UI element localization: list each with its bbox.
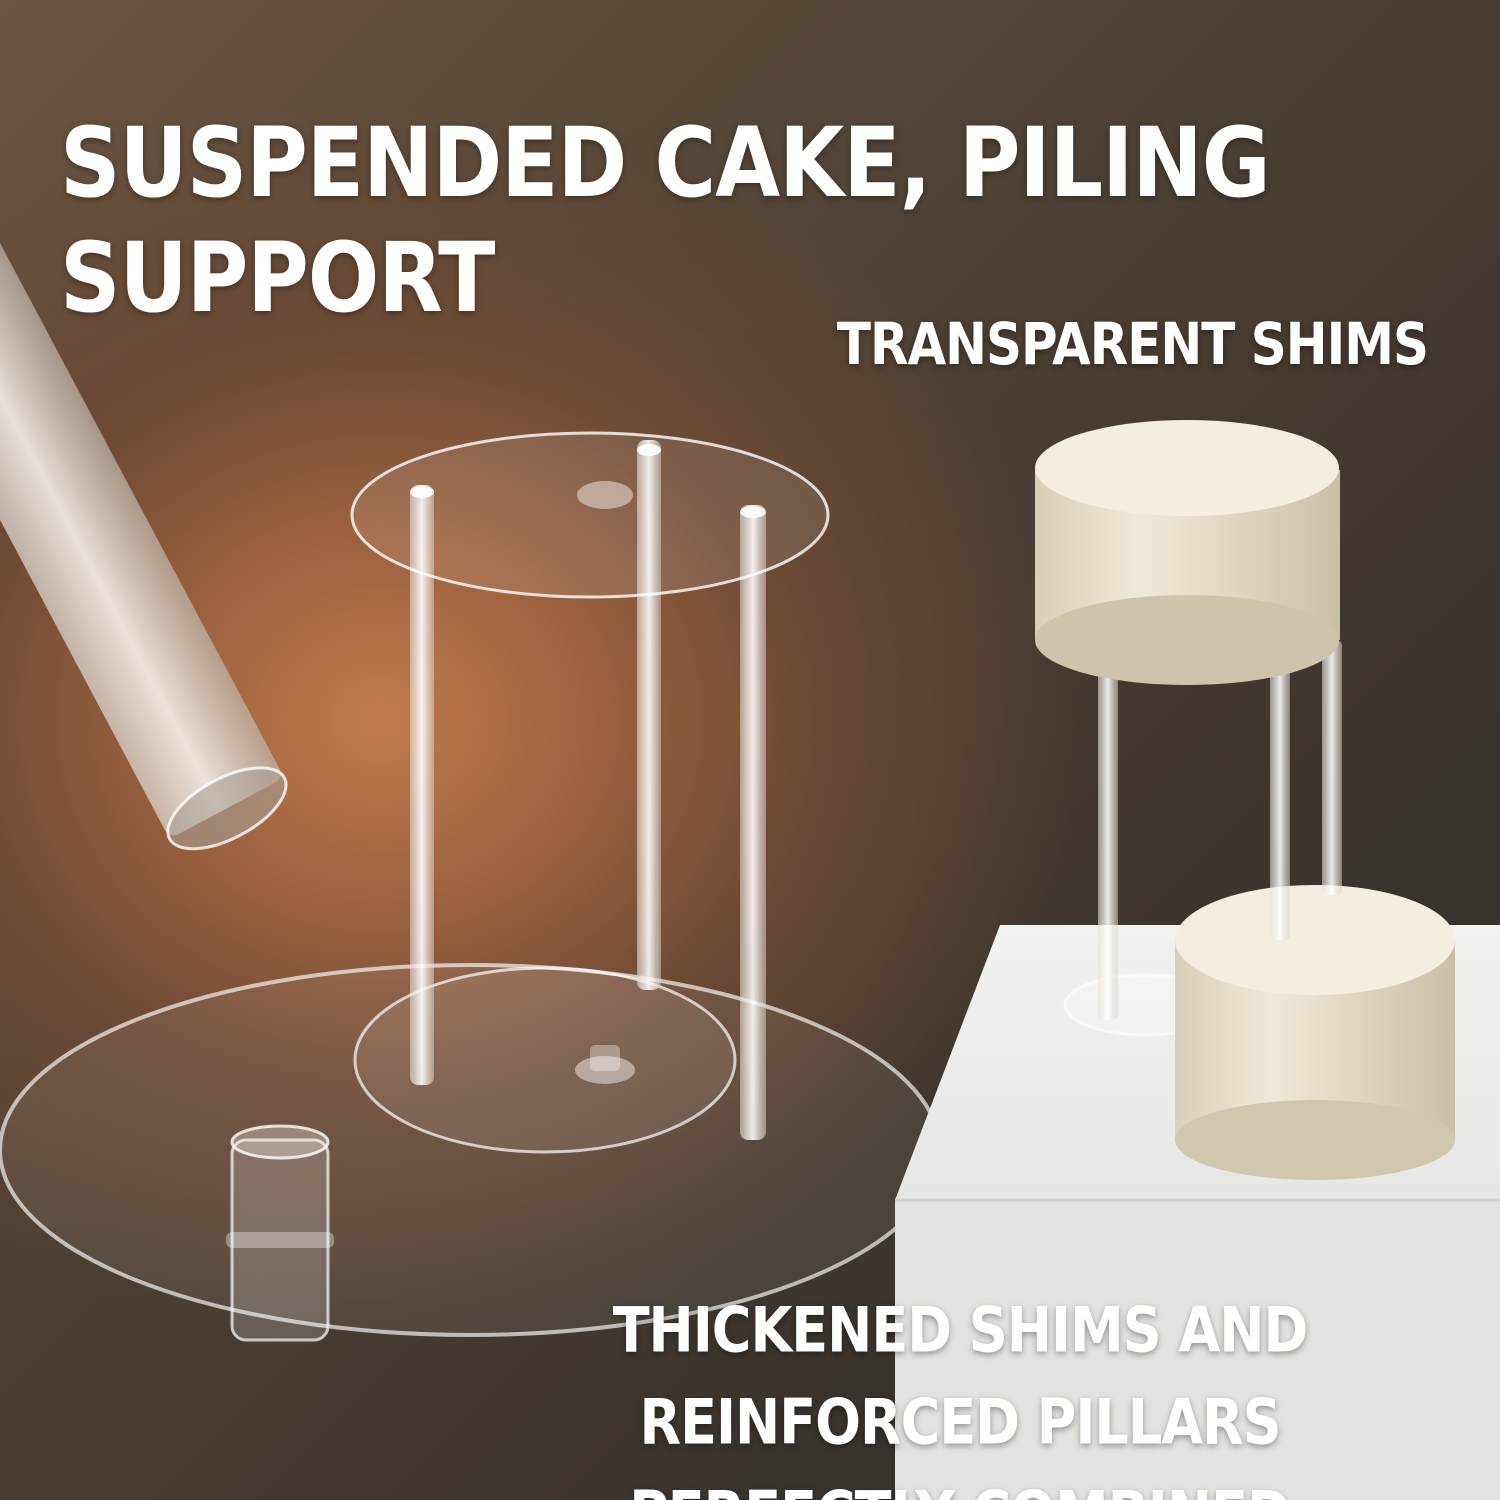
headline-subtitle: TRANSPARENT SHIMS [836, 311, 1429, 378]
cake-board [895, 925, 1500, 1500]
tiered-cake [1035, 420, 1455, 1180]
feature-caption: THICKENED SHIMS AND REINFORCED PILLARS P… [612, 1294, 1309, 1500]
acrylic-stand [350, 431, 830, 1154]
frosted-tube [0, 145, 288, 851]
headline-title: SUSPENDED CAKE, PILING SUPPORT [60, 106, 1271, 334]
connector-cup [226, 1124, 334, 1342]
